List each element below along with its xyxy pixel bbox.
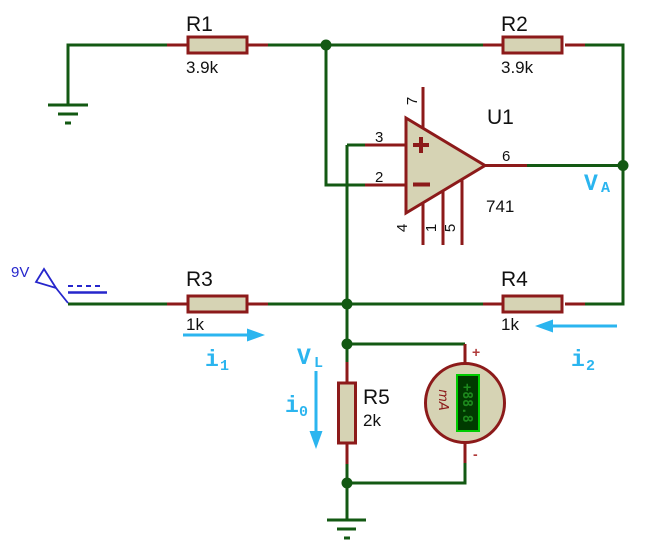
junction-dot <box>341 298 353 310</box>
wires <box>66 43 625 520</box>
pin2-number: 2 <box>375 169 383 186</box>
pin7-number: 7 <box>404 97 421 105</box>
arrow-down-icon <box>309 431 323 449</box>
source-voltage-label: 9V <box>11 264 29 281</box>
u1-value-label: 741 <box>486 197 514 216</box>
pin6-number: 6 <box>502 148 510 165</box>
r2-ref-label: R2 <box>501 13 528 36</box>
wire-r2-right-rail <box>585 43 625 306</box>
current-arrow-i0: V L i 0 <box>285 345 323 449</box>
dc-symbol-icon <box>68 285 107 294</box>
arrow-left-icon <box>535 319 553 333</box>
pin3-number: 3 <box>375 129 383 146</box>
resistor-r3[interactable]: R3 1k <box>186 268 249 334</box>
opamp-u1[interactable]: U1 741 3 2 6 7 4 1 5 <box>375 97 514 232</box>
pin4-number: 4 <box>394 224 411 232</box>
node-label-va: V A <box>584 171 610 197</box>
ammeter-reading: +88.8 <box>459 383 474 422</box>
current-arrow-i2: i 2 <box>535 319 617 375</box>
current-arrow-i1: i 1 <box>183 328 265 375</box>
ground2-icon[interactable] <box>327 518 366 540</box>
va-subscript: A <box>601 180 610 197</box>
resistor-r1[interactable]: R1 3.9k <box>186 13 249 77</box>
resistor-r2[interactable]: R2 3.9k <box>501 13 564 77</box>
vl-subscript: L <box>314 355 323 372</box>
pin1-number: 1 <box>423 224 440 232</box>
ground1-icon[interactable] <box>48 103 88 125</box>
i2-label: i <box>571 347 585 373</box>
resistor-r4[interactable]: R4 1k <box>501 268 564 334</box>
dc-source-9v[interactable]: 9V <box>11 264 107 304</box>
arrow-right-icon <box>247 328 265 342</box>
r3-ref-label: R3 <box>186 268 213 291</box>
pin5-number: 5 <box>442 224 459 232</box>
junction-dot <box>341 477 353 489</box>
r1-value-label: 3.9k <box>186 58 219 77</box>
junction-dots <box>320 39 629 489</box>
ammeter-minus-mark: - <box>473 446 478 462</box>
r3-value-label: 1k <box>186 315 204 334</box>
r5-ref-label: R5 <box>363 386 390 409</box>
r4-ref-label: R4 <box>501 268 528 291</box>
pin-stubs <box>167 43 585 464</box>
i1-subscript: 1 <box>220 358 229 375</box>
r2-value-label: 3.9k <box>501 58 534 77</box>
ammeter-plus-mark: + <box>472 344 480 360</box>
r5-value-label: 2k <box>363 411 381 430</box>
wire-ammeter-bottom <box>347 463 467 485</box>
wire-noninverting-input-down <box>345 143 365 304</box>
r1-ref-label: R1 <box>186 13 213 36</box>
va-label: V <box>584 171 598 197</box>
u1-ref-label: U1 <box>487 106 514 129</box>
junction-dot <box>341 338 353 350</box>
junction-dot <box>617 160 629 171</box>
ammeter[interactable]: +88.8 mA + - <box>424 344 506 462</box>
wire-ground1-to-r1 <box>66 43 167 105</box>
ammeter-display <box>456 374 480 432</box>
wire-feedback-to-inverting-input <box>324 45 365 187</box>
i0-label: i <box>285 393 299 419</box>
i2-subscript: 2 <box>586 358 595 375</box>
r4-value-label: 1k <box>501 315 519 334</box>
i0-subscript: 0 <box>299 404 308 421</box>
vl-label: V <box>297 345 311 371</box>
resistor-r5[interactable]: R5 2k <box>337 381 390 445</box>
ammeter-unit-label: mA <box>435 389 450 411</box>
i1-label: i <box>205 347 219 373</box>
noninverting-plus-icon <box>413 137 429 153</box>
junction-dot <box>320 39 332 51</box>
